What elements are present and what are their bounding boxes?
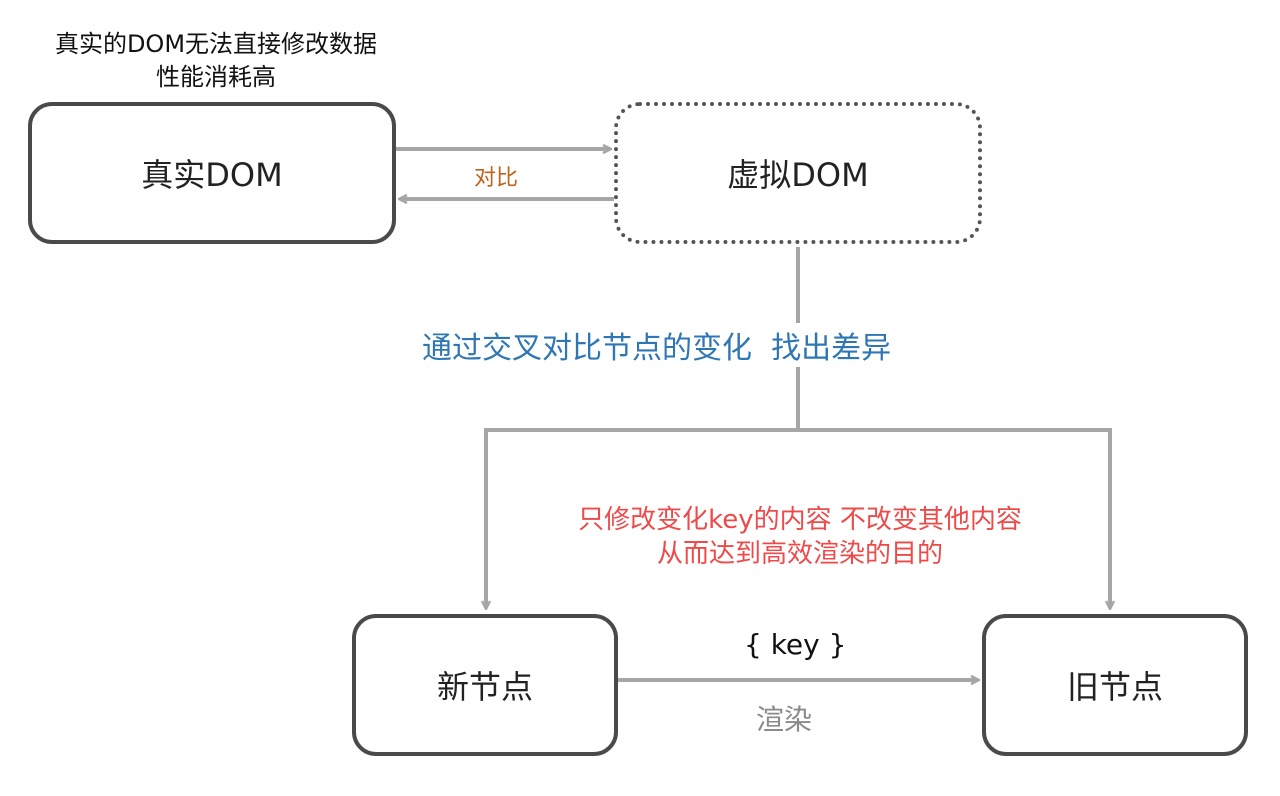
node-virtual-dom: 虚拟DOM [614,102,982,244]
top-note-line2: 性能消耗高 [156,63,276,91]
top-note-line1: 真实的DOM无法直接修改数据 [54,30,378,58]
node-new: 新节点 [352,614,618,756]
node-real-dom-label: 真实DOM [141,156,283,194]
explanation-line1: 只修改变化key的内容 不改变其他内容 [578,505,1022,535]
explanation-note: 只修改变化key的内容 不改变其他内容 从而达到高效渲染的目的 [520,503,1080,571]
explanation-line2: 从而达到高效渲染的目的 [656,539,943,569]
node-new-label: 新节点 [436,668,533,706]
node-virtual-dom-label: 虚拟DOM [727,156,869,194]
node-real-dom: 真实DOM [28,102,396,244]
diff-label: 通过交叉对比节点的变化 找出差异 [420,323,894,367]
render-label: 渲染 [756,703,813,736]
key-label: { key } [744,628,847,661]
top-note: 真实的DOM无法直接修改数据 性能消耗高 [30,28,402,94]
node-old-label: 旧节点 [1066,668,1163,706]
node-old: 旧节点 [982,614,1248,756]
compare-label: 对比 [474,166,519,191]
